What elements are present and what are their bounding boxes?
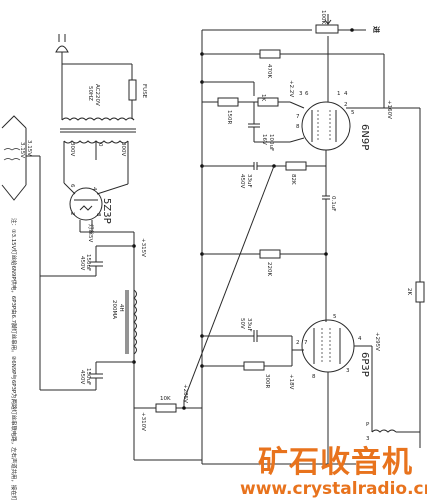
resistor-82k [285,161,307,171]
rectifier-tube [63,182,134,233]
tube-6n9p [289,76,385,166]
coupling-cap-label: 0.1uF [330,196,336,211]
tube-6p3p [292,318,373,432]
tube1-pin-7: 7 [296,114,300,120]
cathode-voltage-2: +18V [288,374,294,390]
tube1-pin-5: 5 [351,110,355,116]
r-220k-label: 220K [266,262,272,276]
b-plus-285v: +285V [182,384,188,403]
anode-voltage-1: +160V [386,100,392,119]
filament-5v-label: 灯丝5V [87,224,95,242]
watermark-url: www.crystalradio.cn [240,479,427,499]
tap-3-15v-a: 3.15V [26,140,32,156]
r-300r-label: 300R [264,374,270,388]
tube1-pin-1: 1 [337,91,341,97]
tube-6n9p-name: 6N9P [359,124,370,150]
r-10k-label: 10K [160,396,171,402]
power-transformer [60,117,136,184]
tube2-pin-8: 8 [312,374,316,380]
cathode-voltage-1: +2.2V [288,80,294,97]
tap-3-15v-b: 3.15V [19,142,25,158]
cap-33uf-1-label: 33uF [246,174,252,188]
choke-value: 4H [118,304,124,312]
tube1-pin-2: 2 [344,102,348,108]
fuse-symbol [128,79,137,101]
input-label: 进 [372,26,381,33]
r-82k-label: 82K [290,174,296,185]
resistor-300r [243,361,265,371]
r-150r-label: 150R [226,110,232,124]
r-470k-label: 470K [266,64,272,78]
resistor-220k [259,249,281,259]
tube2-pin-3: 3 [346,368,350,374]
resistor-10k [155,403,177,413]
pot-value: 100K [320,10,326,24]
resistor-470k [259,49,281,59]
cap-100uf-voltage: 16V [261,134,267,145]
anode-voltage-2: +295V [374,332,380,351]
ot-pin-p: P [366,422,370,428]
frequency-label: 50HZ [87,86,93,101]
ac-input-label: AC220V [94,84,100,106]
b-plus-310v: +310V [140,412,146,431]
tube2-pin-5: 5 [333,314,337,320]
filter-cap-1-voltage: 450V [79,256,85,270]
heater-winding [1,115,41,390]
tube2-pin-4: 4 [358,336,362,342]
resistor-2k [415,281,425,303]
filter-cap-2-voltage: 450V [79,370,85,384]
tube-6p3p-name: 6P3P [359,352,370,377]
tube1-pin-6: 6 [305,91,309,97]
volume-pot [315,24,339,34]
tube2-pin-7: 7 [304,340,308,346]
choke-inductor [125,289,137,355]
rectifier-pin-4: 4 [91,187,97,191]
rectifier-pin-2: 2 [69,212,75,216]
tube1-pin-8: 8 [296,124,300,130]
b-plus-315v: +315V [140,238,146,257]
tap-300v-right: 300V [120,142,126,156]
amplifier-section: 100K 进 470K 150R 1K 100uF 16V +2.2V [134,10,425,465]
fuse-label: FUSE [141,84,147,99]
heater-note: 注：①3.15V灯丝给6N9P供电，6P3P由6.7脚灯丝串用。②6N9P与6P… [10,218,18,500]
tube1-pin-3: 3 [299,91,303,97]
tube2-pin-2: 2 [296,340,300,346]
r-2k-label: 2K [406,288,412,295]
r-1k-label: 1K [260,94,266,101]
cap-33uf-2-voltage: 50V [239,318,245,329]
power-supply-section: FUSE AC220V 50HZ 300V 0 300V 3.15V [1,34,147,460]
cap-33uf-1-voltage: 450V [239,174,245,188]
tap-300v-left: 300V [69,142,75,156]
filter-cap-2-value: 150uF [85,368,91,385]
rectifier-pin-8: 8 [95,213,101,217]
resistor-150r [217,97,239,107]
ac-plug-icon [55,34,98,120]
rectifier-pin-6: 6 [69,184,75,188]
rectifier-tube-name: 5Z3P [101,198,112,224]
cap-100uf-label: 100uF [268,134,274,151]
choke-current: 200MA [111,300,117,319]
tap-0: 0 [97,143,103,147]
filter-cap-1-value: 150uF [85,254,91,271]
watermark-title: 矿石收音机 [258,445,413,480]
ot-pin-3: 3 [366,436,370,442]
cap-33uf-2-label: 33uF [246,318,252,332]
watermark: 矿石收音机 www.crystalradio.cn [240,445,427,499]
tube1-pin-4: 4 [344,91,348,97]
